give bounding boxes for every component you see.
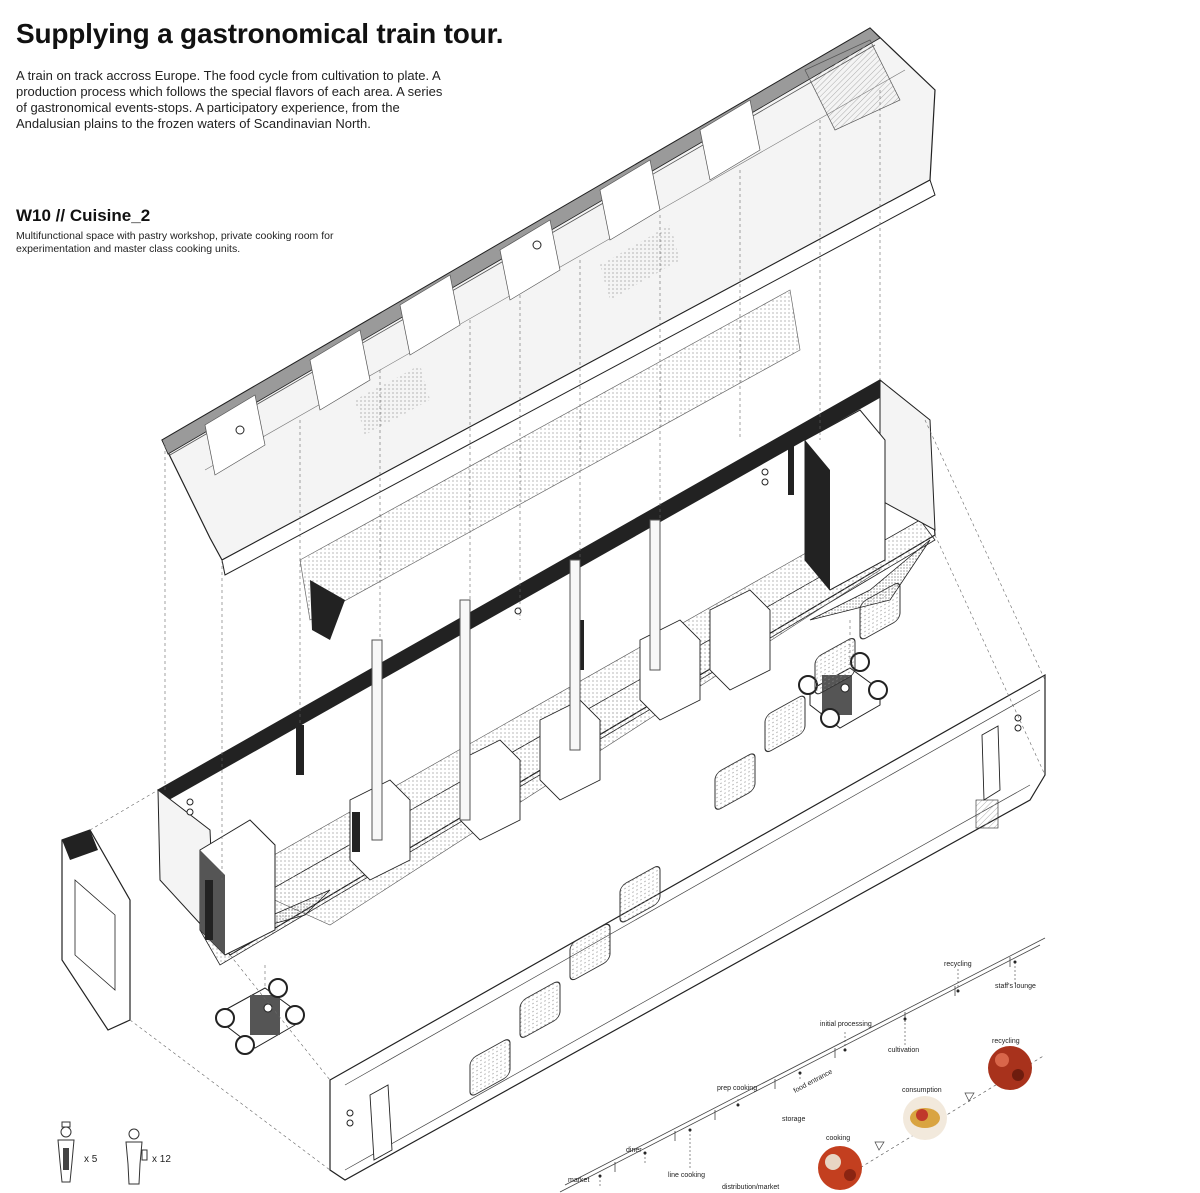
cycle-label-consumption: consumption	[902, 1087, 942, 1094]
flow-label-recycling: recycling	[944, 961, 972, 968]
cycle-image-cooking	[818, 1146, 862, 1190]
cycle-arrow-2	[964, 1092, 975, 1102]
flow-label-staffs-lounge: staff's lounge	[995, 983, 1036, 990]
visitor-figure-icon	[125, 1128, 148, 1185]
section-title: W10 // Cuisine_2	[16, 206, 151, 225]
cycle-label-recycling: recycling	[992, 1038, 1020, 1045]
bogie-left	[215, 978, 305, 1055]
people-legend: x 5 x 12	[57, 1121, 171, 1185]
process-flow-diagram: recycling staff's lounge initial process…	[559, 937, 1046, 1193]
cycle-image-recycling	[988, 1046, 1032, 1090]
flow-label-cultivation: cultivation	[888, 1047, 919, 1054]
explosion-guide-lines	[89, 90, 1046, 1171]
section-description: Multifunctional space with pastry worksh…	[16, 230, 334, 255]
cycle-label-cooking: cooking	[826, 1135, 850, 1142]
chef-count: x 5	[84, 1154, 98, 1165]
flow-label-market: market	[568, 1177, 589, 1184]
end-door-panel	[61, 829, 131, 1031]
interior-layer	[157, 378, 936, 966]
lower-shell	[329, 583, 1046, 1181]
flow-label-initial-processing: initial processing	[820, 1021, 872, 1028]
flow-label-prep-cooking: prep cooking	[717, 1085, 757, 1092]
flow-label-distribution-market: distribution/market	[722, 1184, 779, 1191]
flow-label-storage: storage	[782, 1116, 805, 1123]
page-title: Supplying a gastronomical train tour.	[16, 18, 504, 49]
visitor-count: x 12	[152, 1154, 171, 1165]
flow-label-diner: diner	[626, 1147, 642, 1154]
cycle-arrow-1	[874, 1141, 885, 1151]
flow-label-line-cooking: line cooking	[668, 1172, 705, 1179]
cycle-image-consumption	[903, 1096, 947, 1140]
roof-layer	[161, 27, 936, 640]
chef-figure-icon	[57, 1121, 75, 1183]
intro-paragraph: A train on track accross Europe. The foo…	[16, 68, 443, 131]
